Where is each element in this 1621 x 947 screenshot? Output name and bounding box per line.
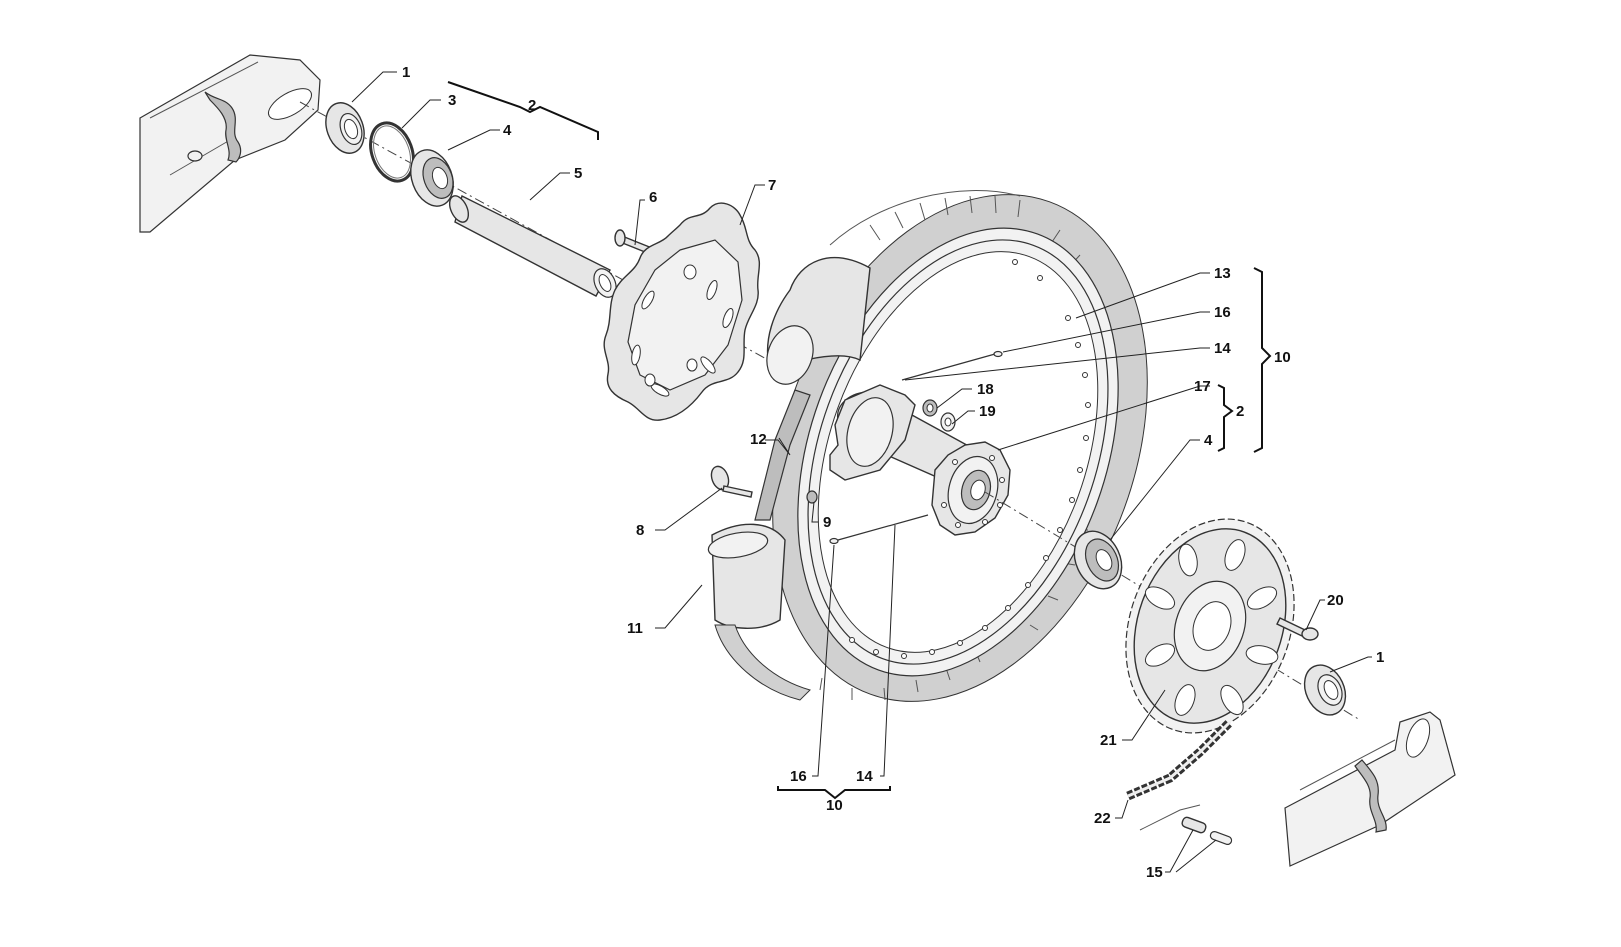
callout-16: 16 [1214, 304, 1231, 321]
left-swingarm [139, 54, 321, 233]
callout-11: 11 [627, 620, 643, 637]
hub-washer [940, 412, 956, 432]
callout-2: 2 [528, 97, 536, 114]
brake-disc [603, 202, 761, 421]
callout-1: 1 [402, 64, 410, 81]
disc-screw [614, 229, 653, 255]
tyre-valve [710, 465, 753, 498]
callout-14: 14 [1214, 340, 1231, 357]
callout-5: 5 [574, 165, 582, 182]
sprocket-bolt [1276, 617, 1319, 641]
callout-4: 4 [1204, 432, 1213, 449]
bearing-left [410, 149, 454, 207]
drive-chain [1126, 718, 1234, 801]
wheel-hub [829, 384, 1011, 536]
callout-15: 15 [1146, 864, 1163, 881]
spoke-lower [829, 514, 929, 545]
callout-20: 20 [1327, 592, 1344, 609]
callout-19: 19 [979, 403, 996, 420]
oil-seal-right [1303, 664, 1347, 716]
callout-3: 3 [448, 92, 456, 109]
oil-seal-left [325, 102, 365, 154]
rear-sprocket [1125, 518, 1295, 734]
braces [447, 81, 1272, 800]
callout-22: 22 [1094, 810, 1111, 827]
callout-18: 18 [977, 381, 994, 398]
callout-8: 8 [636, 522, 644, 539]
spacer-tube [448, 194, 617, 298]
axle-axis-right [984, 491, 1361, 721]
callout-10: 10 [1274, 349, 1291, 366]
callout-labels: 1 3 2 4 5 6 7 13 16 14 10 18 19 17 2 4 1… [402, 64, 1384, 881]
callout-2: 2 [1236, 403, 1244, 420]
circlip [369, 121, 415, 183]
leader-lines [351, 71, 1372, 873]
callout-14: 14 [856, 768, 873, 785]
callout-21: 21 [1100, 732, 1117, 749]
callout-12: 12 [750, 431, 767, 448]
callout-16: 16 [790, 768, 807, 785]
valve-nut [806, 490, 818, 504]
callout-9: 9 [823, 514, 831, 531]
callout-13: 13 [1214, 265, 1231, 282]
hub-nut [922, 399, 938, 417]
callout-7: 7 [768, 177, 776, 194]
bearing-right [1073, 530, 1123, 590]
callout-10: 10 [826, 797, 843, 814]
callout-17: 17 [1194, 378, 1211, 395]
callout-4: 4 [503, 122, 512, 139]
right-swingarm [1284, 711, 1456, 867]
callout-1: 1 [1376, 649, 1384, 666]
callout-6: 6 [649, 189, 657, 206]
chain-master-link [1139, 804, 1233, 845]
spoke-upper [901, 350, 1003, 381]
